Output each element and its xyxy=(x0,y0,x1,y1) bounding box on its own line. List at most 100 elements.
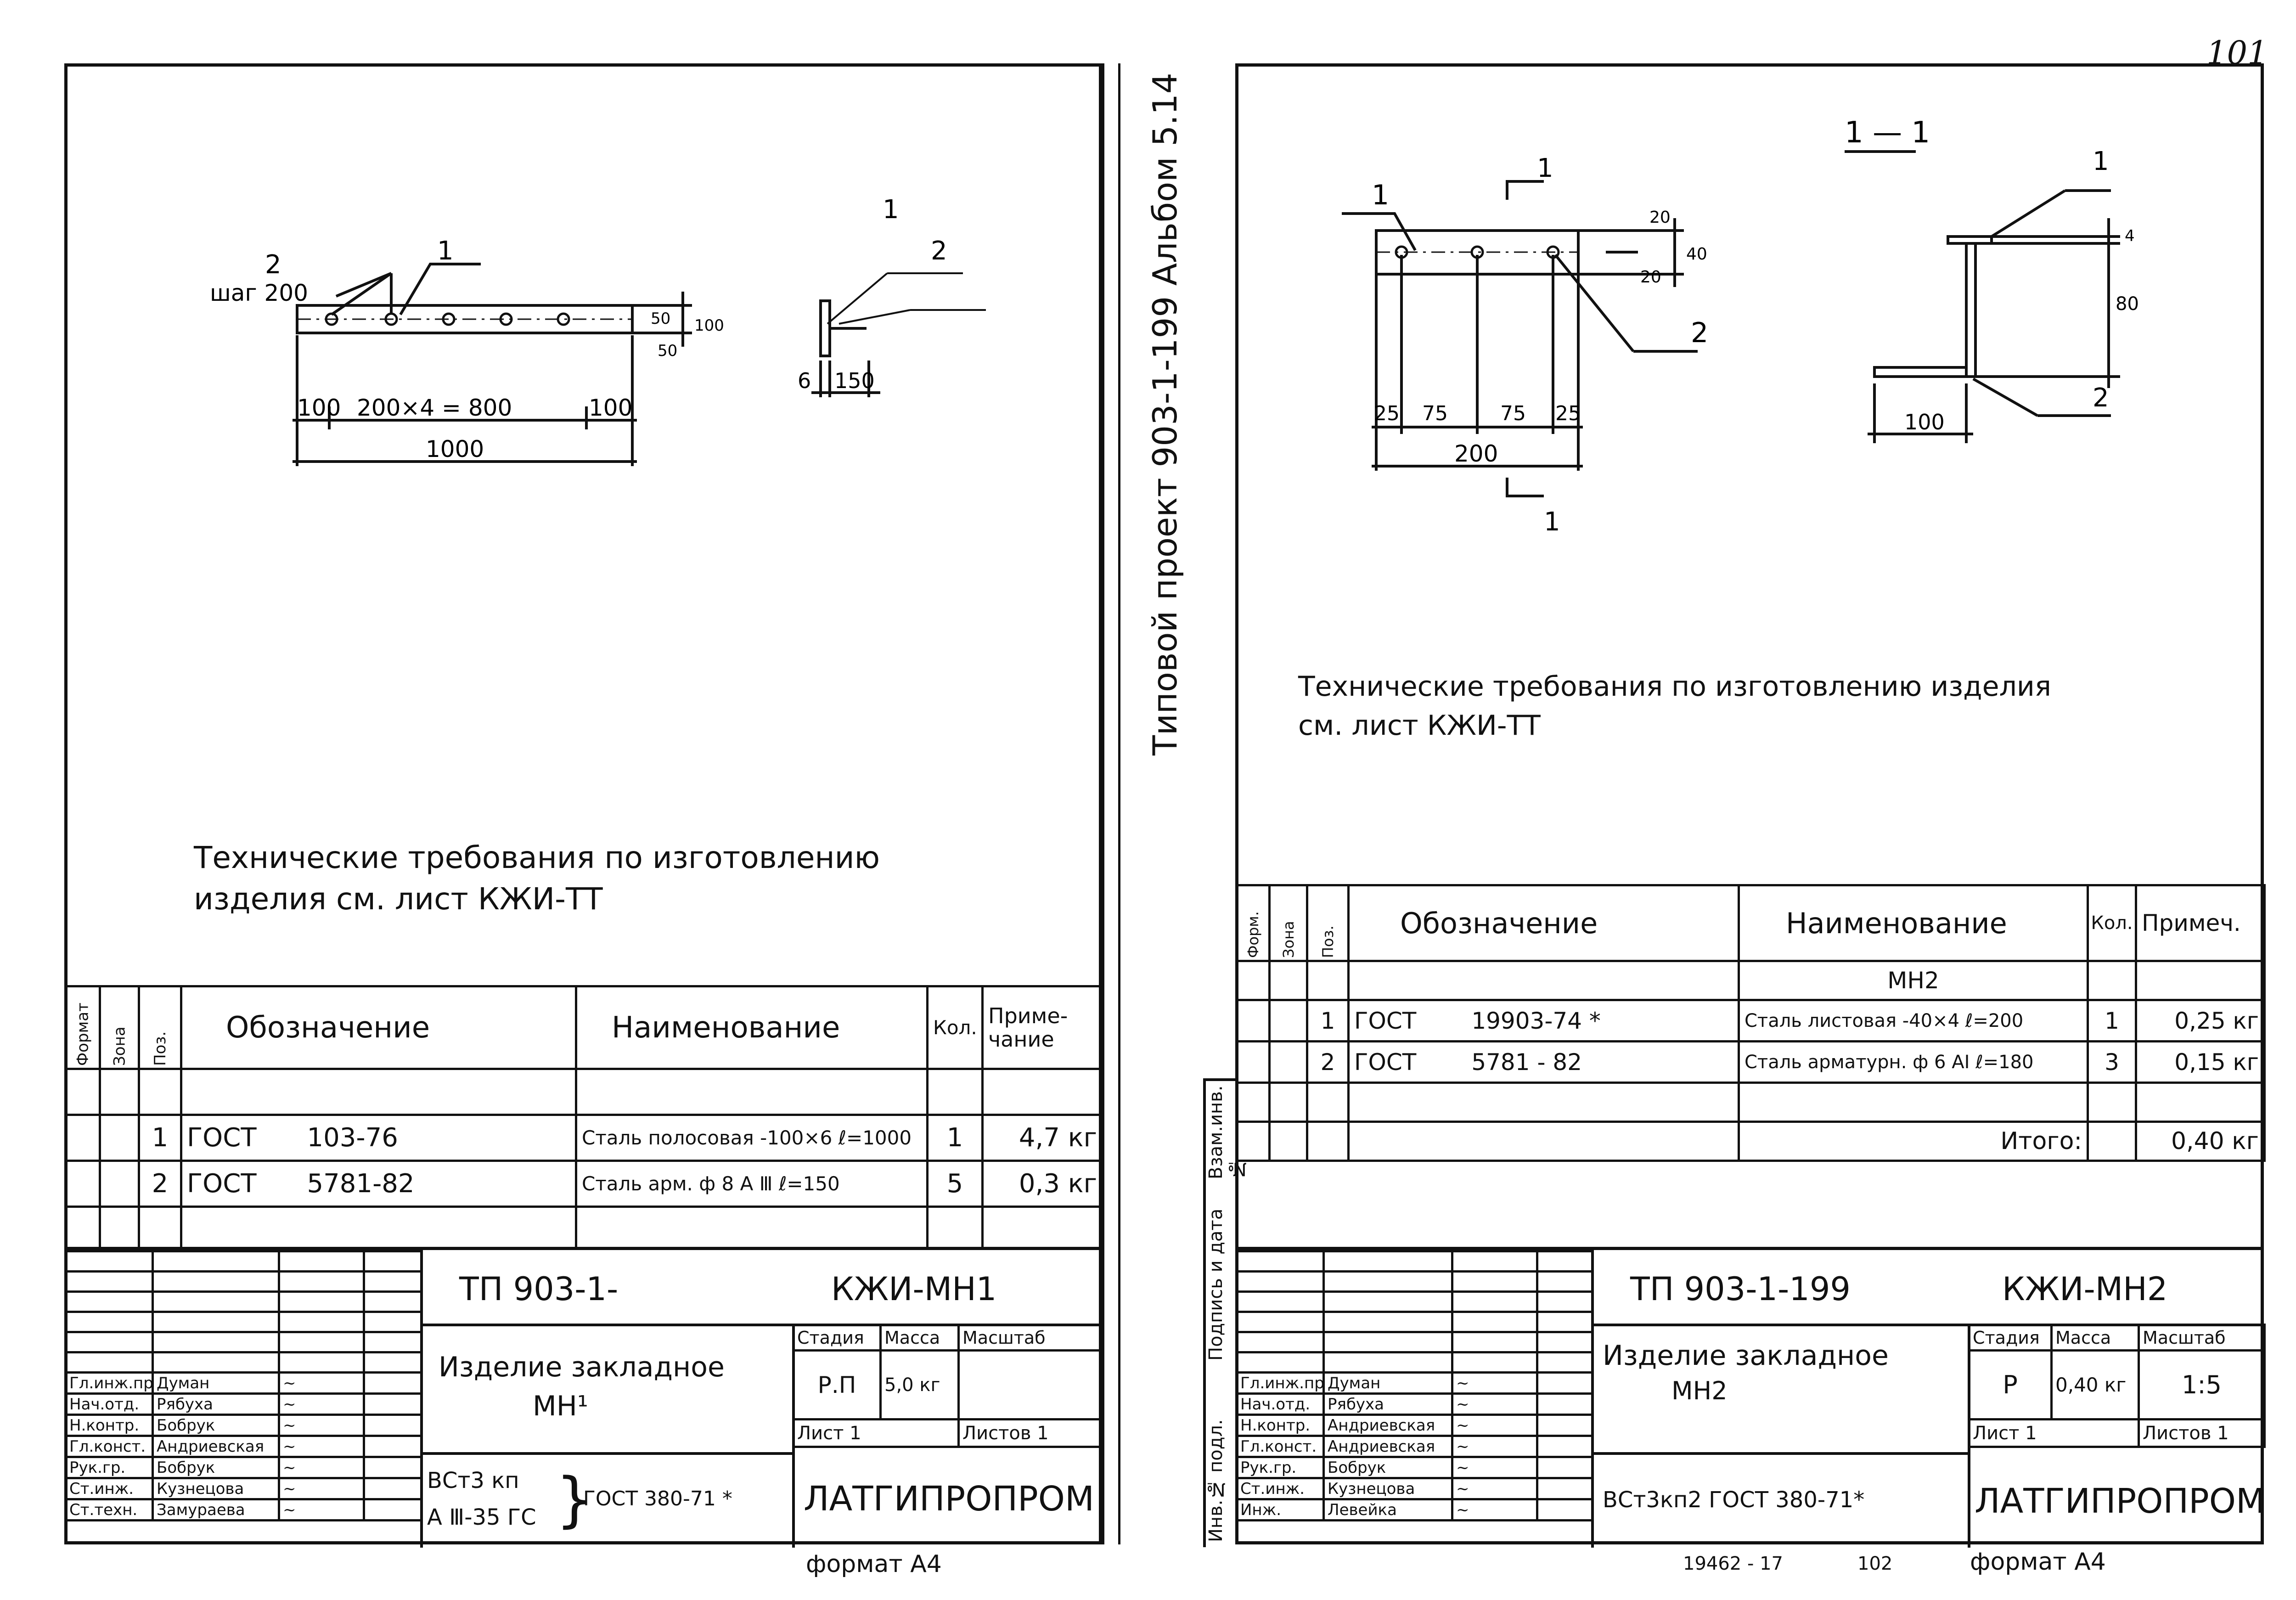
hdr-name: Наименование xyxy=(1738,884,2089,962)
product-mark: МН¹ xyxy=(533,1390,588,1422)
code-sheet: КЖИ-МН2 xyxy=(2002,1270,2168,1308)
dim-20b: 20 xyxy=(1640,268,1661,287)
right-sheet: 1 1 1 2 25 75 75 25 200 20 20 40 1 — 1 1… xyxy=(1235,63,2266,1548)
material-2: А Ⅲ-35 ГС xyxy=(427,1504,536,1530)
dim-total: 200 xyxy=(1454,440,1498,467)
row-pos: 1 xyxy=(1306,999,1350,1042)
name: Бобрук xyxy=(152,1414,280,1437)
role: Н.контр. xyxy=(1235,1414,1325,1437)
scale-h: Масштаб xyxy=(2138,1324,2266,1352)
scale: 1:5 xyxy=(2138,1349,2266,1420)
material: ВСт3кп2 ГОСТ 380-71* xyxy=(1603,1487,1865,1513)
right-title-block: Гл.инж.пр.Думан~ Нач.отд.Рябуха~ Н.контр… xyxy=(1235,1247,2266,1548)
dim-75b: 75 xyxy=(1500,402,1526,425)
hdr-note: Примеч. xyxy=(2135,884,2266,962)
row-qty: 3 xyxy=(2087,1040,2137,1084)
name: Рябуха xyxy=(152,1392,280,1416)
footer-format-right: формат А4 xyxy=(1970,1548,2106,1576)
code-prefix: ТП 903-1- xyxy=(459,1270,619,1308)
mass-h: Масса xyxy=(879,1324,960,1352)
role: Ст.инж. xyxy=(1235,1477,1325,1500)
sec-dim-100: 100 xyxy=(1904,410,1945,434)
stage: Р.П xyxy=(792,1349,882,1420)
product-name: Изделие закладное xyxy=(1603,1340,1889,1372)
hdr-zone: Зона xyxy=(100,986,139,1069)
sec-callout-2: 2 xyxy=(2093,383,2109,413)
role: Рук.гр. xyxy=(1235,1456,1325,1479)
callout-1: 1 xyxy=(437,236,454,266)
sec-dim-80: 80 xyxy=(2116,293,2139,315)
role: Н.контр. xyxy=(64,1414,154,1437)
mass-h: Масса xyxy=(2050,1324,2140,1352)
row-note: 4,7 кг xyxy=(981,1114,1104,1162)
sec-callout-1: 1 xyxy=(2093,146,2109,176)
binding-strip: Типовой проект 903-1-199 Альбом 5.14 Инв… xyxy=(1102,63,1248,1547)
side-dim-150: 150 xyxy=(834,368,875,393)
row-name: Сталь полосовая -100×6 ℓ=1000 xyxy=(575,1114,929,1162)
total-label: Итого: xyxy=(1738,1121,2089,1162)
right-spec-table: Форм. Зона Поз. Обозначение Наименование… xyxy=(1235,884,2266,1162)
dim-50-top: 50 xyxy=(651,310,670,328)
hdr-name: Наименование xyxy=(575,985,929,1070)
dim-span: 200×4 = 800 xyxy=(357,394,512,421)
group-label: МН2 xyxy=(1738,960,2089,1001)
hdr-format: Форм. xyxy=(1236,885,1270,961)
tech-note-line-1: Технические требования по изготовлению xyxy=(194,840,880,875)
row-qty: 1 xyxy=(2087,999,2137,1042)
dim-25a: 25 xyxy=(1374,402,1400,425)
row-pos: 2 xyxy=(1306,1040,1350,1084)
name: Андриевская xyxy=(1322,1435,1453,1458)
tech-note-line-2: см. лист КЖИ-ТТ xyxy=(1298,710,1541,742)
role: Гл.конст. xyxy=(64,1435,154,1458)
name: Бобрук xyxy=(152,1456,280,1479)
dim-height: 100 xyxy=(694,316,724,335)
dim-75a: 75 xyxy=(1422,402,1448,425)
name: Замураева xyxy=(152,1498,280,1521)
side-callout-2: 2 xyxy=(931,236,947,266)
org-name: ЛАТГИПРОПРОМ xyxy=(804,1479,1094,1519)
row-qty: 1 xyxy=(926,1114,984,1162)
role: Гл.конст. xyxy=(1235,1435,1325,1458)
role: Ст.техн. xyxy=(64,1498,154,1521)
stage-h: Стадия xyxy=(792,1324,882,1352)
row-qty: 5 xyxy=(926,1160,984,1208)
callout-2: 2 xyxy=(1691,317,1708,349)
role: Рук.гр. xyxy=(64,1456,154,1479)
total-value: 0,40 кг xyxy=(2135,1121,2266,1162)
hdr-note: Приме- чание xyxy=(981,985,1104,1070)
role: Нач.отд. xyxy=(1235,1392,1325,1416)
mass: 0,40 кг xyxy=(2050,1349,2140,1420)
tech-note-line-2: изделия см. лист КЖИ-ТТ xyxy=(194,881,603,917)
name: Рябуха xyxy=(1322,1392,1453,1416)
dim-20a: 20 xyxy=(1649,208,1671,227)
org-name: ЛАТГИПРОПРОМ xyxy=(1975,1482,2265,1521)
tech-note-line-1: Технические требования по изготовлению и… xyxy=(1298,670,2052,703)
name: Думан xyxy=(152,1371,280,1395)
row-pos: 1 xyxy=(138,1114,182,1162)
name: Андриевская xyxy=(1322,1414,1453,1437)
strip-field-sign: Подпись и дата xyxy=(1205,1208,1227,1361)
name: Андриевская xyxy=(152,1435,280,1458)
stage-h: Стадия xyxy=(1968,1324,2053,1352)
right-drawing: 1 1 1 2 25 75 75 25 200 20 20 40 1 — 1 1… xyxy=(1342,116,2139,537)
brace: } xyxy=(556,1465,594,1534)
scale xyxy=(957,1349,1104,1420)
role: Гл.инж.пр. xyxy=(64,1371,154,1395)
footer-archive-no: 19462 - 17 xyxy=(1683,1553,1784,1574)
dim-100-left: 100 xyxy=(297,394,341,421)
row-note: 0,15 кг xyxy=(2135,1040,2266,1084)
name: Думан xyxy=(1322,1371,1453,1395)
hdr-pos: Поз. xyxy=(1307,885,1349,961)
stage: Р xyxy=(1968,1349,2053,1420)
product-mark: МН2 xyxy=(1671,1376,1728,1405)
row-name: Сталь арм. ф 8 А Ⅲ ℓ=150 xyxy=(575,1160,929,1208)
hdr-designation: Обозначение xyxy=(1347,884,1740,962)
section-mark-top: 1 xyxy=(1537,153,1553,183)
sec-dim-4: 4 xyxy=(2125,227,2135,245)
